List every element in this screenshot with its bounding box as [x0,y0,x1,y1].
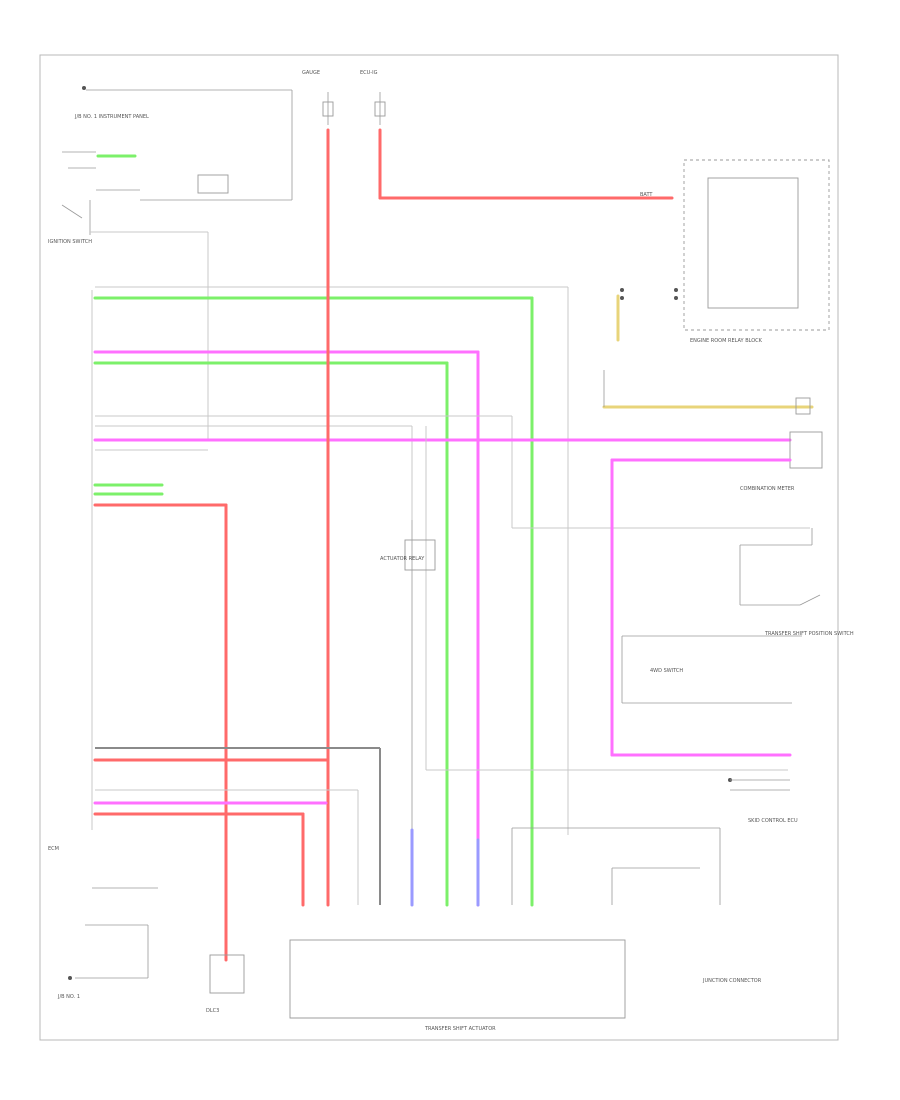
engine-room-relay-label: ENGINE ROOM RELAY BLOCK [690,338,763,344]
fuse-label-a: GAUGE [302,70,320,76]
actuator-relay-label: ACTUATOR RELAY [380,556,425,562]
bottom-harness [93,520,480,907]
shift-position-switch: TRANSFER SHIFT POSITION SWITCH 4WD SWITC… [621,528,854,704]
top-fuses: GAUGE ECU-IG [302,70,386,125]
junction-block-top-left: J/B NO. 1 INSTRUMENT PANEL IGNITION SWIT… [48,86,293,440]
power-feeds: BATT [326,128,674,762]
four-wd-switch-label: 4WD SWITCH [650,668,683,674]
actuator-relay: ACTUATOR RELAY [380,539,436,571]
skid-control-label: SKID CONTROL ECU [748,818,798,824]
fuse-label-b: ECU-IG [360,70,378,76]
shift-lever-label: TRANSFER SHIFT POSITION SWITCH [764,631,854,637]
ecm-pin-column: ECM [48,290,93,852]
junction-block-label: J/B NO. 1 INSTRUMENT PANEL [74,114,149,120]
ground-left-label: J/B NO. 1 [57,994,80,1000]
diagram-frame [39,54,839,1041]
combination-meter: COMBINATION METER [610,458,795,757]
combination-meter-label: COMBINATION METER [740,486,795,492]
batt-label: BATT [640,192,653,198]
combination-junction [602,294,823,469]
transfer-actuator: TRANSFER SHIFT ACTUATOR JUNCTION CONNECT… [289,827,762,1032]
ecm-wires [93,286,810,962]
skid-control: SKID CONTROL ECU [425,426,798,824]
ecm-label: ECM [48,846,59,852]
diagnostic-label: DLC3 [206,1008,219,1014]
junction-bottom-label: JUNCTION CONNECTOR [702,978,762,984]
diagnostic-block: J/B NO. 1 DLC3 [57,887,245,1014]
engine-room-relay: ENGINE ROOM RELAY BLOCK [620,159,830,344]
ignition-switch-label: IGNITION SWITCH [48,239,92,245]
transfer-actuator-label: TRANSFER SHIFT ACTUATOR [424,1026,496,1032]
